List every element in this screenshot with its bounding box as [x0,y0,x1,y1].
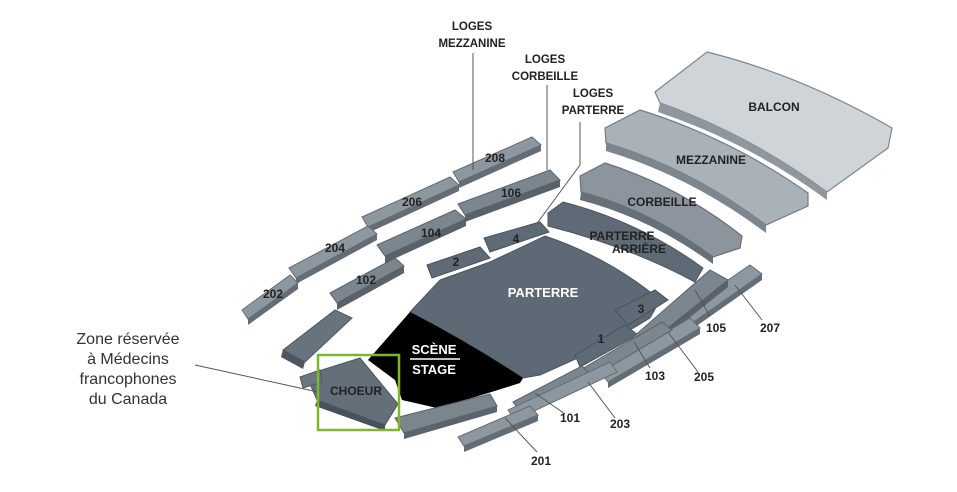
loges-corbeille-label-1: LOGES [525,54,566,66]
section-2[interactable]: 2 [426,246,491,279]
loges-corbeille-label-2: CORBEILLE [512,71,579,83]
note-line-1: Zone réservée [76,331,179,348]
section-front-left[interactable] [394,393,498,439]
loges-parterre-label-1: LOGES [573,88,614,100]
section-104-label: 104 [421,226,441,240]
loges-parterre-label-2: PARTERRE [562,105,625,117]
loges-mezzanine-label-2: MEZZANINE [438,38,505,50]
choeur-label: CHOEUR [330,384,382,398]
section-102-label: 102 [356,273,376,287]
corbeille-label: CORBEILLE [627,195,696,209]
section-203-label: 203 [610,417,630,431]
section-104[interactable]: 104 [376,209,467,263]
section-4-label: 4 [513,232,520,246]
section-106-label: 106 [501,186,521,200]
parterre-arriere-label-1: PARTERRE [589,229,654,243]
section-101-label: 101 [560,411,580,425]
section-parterre-arriere[interactable]: PARTERRE ARRIÈRE [547,201,704,283]
section-corbeille[interactable]: CORBEILLE [579,162,743,264]
section-207-label: 207 [760,321,780,335]
section-103-label: 103 [645,369,665,383]
section-mezzanine[interactable]: MEZZANINE [604,109,809,233]
section-201-label: 201 [531,454,551,468]
section-102[interactable]: 102 [329,257,405,310]
note-line-3: francophones [80,371,177,388]
note-line-4: du Canada [89,391,167,408]
section-4[interactable]: 4 [483,221,550,253]
loges-mezzanine-label-1: LOGES [452,21,493,33]
stage: SCÈNE STAGE [368,312,523,408]
section-1-label: 1 [598,332,605,346]
section-105-label: 105 [706,321,726,335]
parterre-label: PARTERRE [508,285,579,300]
section-204[interactable]: 204 [288,225,378,284]
scene-label: SCÈNE [412,342,457,357]
section-205-label: 205 [694,370,714,384]
mezzanine-label: MEZZANINE [676,153,746,167]
stage-label: STAGE [412,362,456,377]
parterre-arriere-label-2: ARRIÈRE [612,241,666,256]
zone-note: Zone réservée à Médecins francophones du… [76,331,179,408]
section-left-box-upper[interactable] [281,309,353,369]
section-206-label: 206 [402,195,422,209]
section-choeur[interactable]: CHOEUR [305,357,399,431]
section-202[interactable]: 202 [241,274,299,325]
section-106[interactable]: 106 [457,169,561,222]
section-2-label: 2 [453,255,460,269]
section-201[interactable] [457,405,539,452]
highlight-zone [316,353,401,432]
section-208[interactable]: 208 [452,136,542,188]
section-left-box-lower[interactable] [299,369,323,389]
leader-lines [194,53,763,453]
note-line-2: à Médecins [87,351,169,368]
section-208-label: 208 [485,151,505,165]
section-204-label: 204 [325,241,345,255]
balcon-label: BALCON [748,100,799,114]
section-202-label: 202 [263,287,283,301]
section-3[interactable]: 3 [614,289,669,326]
section-3-label: 3 [638,302,645,316]
section-206[interactable]: 206 [361,176,460,233]
section-balcon[interactable]: BALCON [654,51,893,200]
